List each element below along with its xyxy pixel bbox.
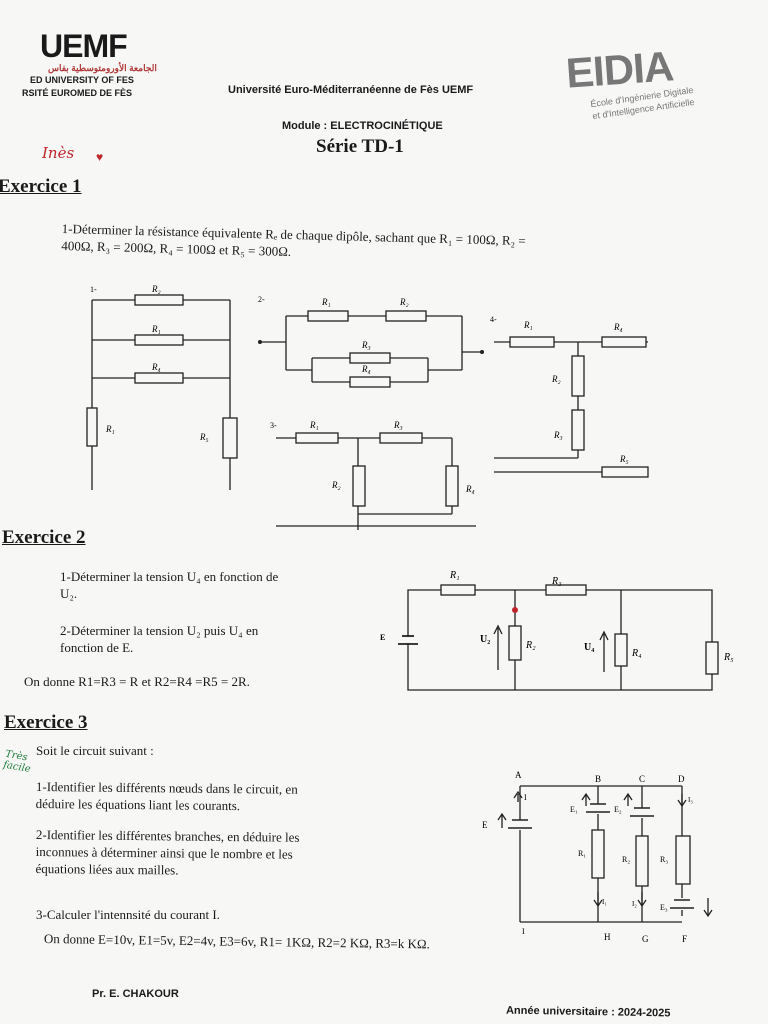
academic-year: Année universitaire : 2024-2025	[505, 1004, 671, 1020]
node-i-label: I	[522, 927, 525, 936]
c4-r2-label: R₂	[551, 374, 561, 384]
node-h-label: H	[604, 932, 611, 942]
exercise3-title: Exercice 3	[4, 712, 88, 733]
ex2-r1-label: R₁	[449, 570, 460, 581]
c1-r1-label: R₁	[151, 324, 161, 334]
node-f-label: F	[682, 934, 687, 944]
ex2-r5-label: R₅	[723, 652, 734, 663]
ex2-r2-label: R₂	[525, 640, 536, 651]
circuit-4-diagram: 4- R₁ R₄ R₂ R₃ R₅	[490, 315, 649, 478]
exercise3-intro: Soit le circuit suivant :	[36, 743, 154, 758]
c3-r2-label: R₂	[331, 480, 341, 490]
exercise2-q2-line1: 2-Déterminer la tension U₂ puis U₄ en	[60, 623, 259, 638]
uemf-logo: UEMF	[40, 28, 128, 64]
c4-r3-label: R₃	[553, 430, 563, 440]
series-title: Série TD-1	[316, 136, 404, 157]
node-d-label: D	[678, 774, 685, 784]
exercise2-q1: 1-Déterminer la tension U₄ en fonction d…	[60, 568, 360, 602]
node-g-label: G	[642, 934, 649, 944]
circuit-3-label: 3-	[270, 421, 277, 430]
ex2-r4-label: R₄	[631, 648, 642, 659]
exercise2-q2-line2: fonction de E.	[60, 640, 134, 655]
circuit-2-diagram: 2- R₁ R₂ R₃ R₄	[258, 295, 484, 388]
ex3-r2-label: R₂	[622, 855, 630, 864]
ex3-r1-label: R₁	[578, 849, 586, 858]
exercise3-given: On donne E=10v, E1=5v, E2=4v, E3=6v, R1=…	[43, 930, 430, 952]
c3-r3-label: R₃	[393, 420, 403, 430]
exercise2-given: On donne R1=R3 = R et R2=R4 =R5 = 2R.	[24, 674, 250, 689]
ex3-e2-label: E₂	[614, 805, 622, 814]
ex2-r3-label: R₃	[551, 576, 562, 587]
exercise1-title: Exercice 1	[0, 176, 82, 197]
ex2-source-label: E	[380, 633, 385, 642]
university-name: Université Euro-Méditerranéenne de Fès U…	[228, 84, 474, 96]
exercise3-q2: 2-Identifier les différentes branches, e…	[35, 826, 396, 881]
ex2-u2-label: U₂	[480, 634, 490, 645]
ex3-i1-label: I₁	[602, 898, 607, 906]
ex2-u4-label: U₄	[584, 642, 594, 653]
circuit-1-label: 1-	[90, 285, 97, 294]
c1-r5-label: R₅	[199, 432, 209, 442]
node-b-label: B	[595, 774, 601, 784]
exercise3-q1-line2: déduire les équations liant les courants…	[35, 795, 241, 814]
c1-r2-label: R₂	[151, 284, 161, 294]
exercise3-q3: 3-Calculer l'intennsité du courant I.	[36, 907, 220, 922]
node-c-label: C	[639, 774, 645, 784]
c4-r1-label: R₁	[523, 320, 533, 330]
uemf-arabic-name: الجامعة الأورومتوسطية بفاس	[48, 63, 157, 73]
c3-r4-label: R₄	[465, 484, 475, 494]
exercise2-q1-line2: U₂.	[60, 586, 78, 601]
c2-r4-label: R₄	[361, 364, 371, 374]
exercise3-q1: 1-Identifier les différents nœuds dans l…	[36, 778, 394, 816]
c4-r5-label: R₅	[619, 454, 629, 464]
c2-r1-label: R₁	[321, 297, 331, 307]
c1-r4-label: R₄	[151, 362, 161, 372]
circuit-2-label: 2-	[258, 295, 265, 304]
circuit-ex2-diagram: E R₁ R₃ U₂ R₂ U₄ R₄ R₅	[380, 570, 734, 691]
c3-r1-label: R₁	[309, 420, 319, 430]
exercise2-q1-line1: 1-Déterminer la tension U₄ en fonction d…	[60, 569, 279, 584]
author-name: Pr. E. CHAKOUR	[92, 988, 179, 1000]
module-title: Module : ELECTROCINÉTIQUE	[282, 120, 443, 132]
node-a-label: A	[515, 770, 522, 780]
circuit-ex3-diagram: A B C D I H G F E E₁ E₂ E₃ R₁ R₂ R₃ I I₁…	[482, 770, 713, 944]
ex3-r3-label: R₃	[660, 855, 668, 864]
exercise3-q2-line3: équations liées aux mailles.	[35, 860, 179, 878]
c2-r3-label: R₃	[361, 340, 371, 350]
uemf-french-name: RSITÉ EUROMED DE FÈS	[22, 88, 133, 98]
exercise2-q2: 2-Déterminer la tension U₂ puis U₄ en fo…	[60, 622, 360, 656]
c2-r2-label: R₂	[399, 297, 409, 307]
ex3-i3-label: I₃	[688, 796, 693, 804]
ex3-i2-label: I₂	[632, 900, 637, 908]
c1-r1b-label: R₁	[105, 424, 115, 434]
uemf-english-name: ED UNIVERSITY OF FES	[30, 75, 134, 85]
ex3-e3-label: E₃	[660, 903, 668, 912]
handwritten-name: Inès	[42, 144, 75, 162]
ex3-i-label: I	[524, 793, 527, 802]
circuit-1-diagram: 1- R₂ R₁ R₄ R₁ R₅	[86, 284, 238, 490]
ex3-e1-label: E₁	[570, 805, 578, 814]
circuit-3-diagram: 3- R₁ R₃ R₂ R₄	[270, 420, 476, 530]
exercise1-statement: 1-Déterminer la résistance équivalente R…	[61, 220, 642, 269]
ex3-e-label: E	[482, 820, 488, 830]
circuit-4-label: 4-	[490, 315, 497, 324]
heart-icon: ♥	[96, 150, 104, 164]
exercise2-title: Exercice 2	[2, 527, 86, 548]
c4-r4-label: R₄	[613, 322, 623, 332]
